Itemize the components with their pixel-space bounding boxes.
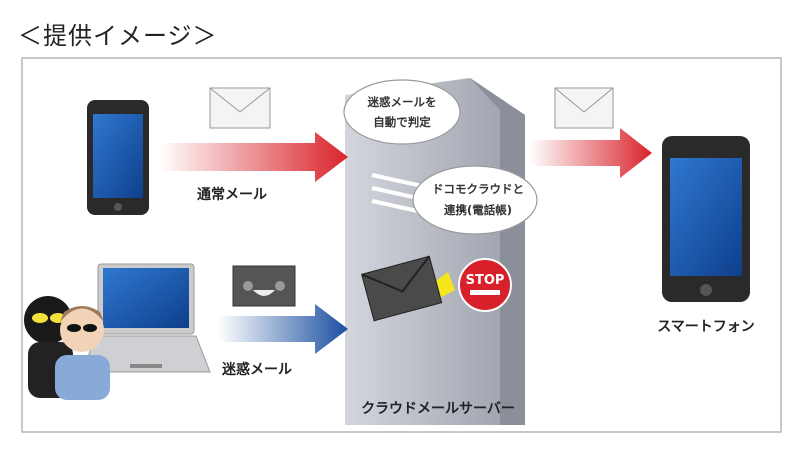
normal-mail-label: 通常メール — [197, 186, 267, 203]
sender-phone-icon — [87, 100, 149, 215]
smartphone-label: スマートフォン — [657, 319, 755, 335]
blocked-spam-envelope-icon — [361, 255, 455, 322]
cloud-text-line: ドコモクラウドと — [432, 182, 524, 196]
spam-mail-label: 迷惑メール — [221, 361, 292, 378]
spammers-icon — [24, 296, 110, 400]
spam-mail-arrow — [218, 304, 348, 354]
cloud-text-line: 自動で判定 — [373, 115, 431, 129]
normal-mail-arrow — [160, 132, 348, 182]
cloud-docomo: ドコモクラウドと 連携(電話帳) — [412, 165, 538, 235]
cloud-text-line: 迷惑メールを — [367, 95, 437, 109]
stop-sign-icon: STOP — [458, 258, 512, 312]
diagram-title: ＜提供イメージ＞ — [18, 22, 218, 50]
server-label: クラウドメールサーバー — [361, 401, 515, 417]
laptop-icon — [81, 263, 211, 373]
cloud-auto-judge: 迷惑メールを 自動で判定 — [343, 79, 461, 145]
cloud-text-line: 連携(電話帳) — [444, 203, 512, 217]
stop-text: STOP — [466, 273, 505, 288]
envelope-icon — [554, 87, 614, 129]
envelope-icon — [209, 87, 271, 129]
delivery-arrow — [530, 128, 652, 178]
smartphone-icon — [662, 136, 750, 302]
spam-envelope-icon — [232, 265, 296, 307]
